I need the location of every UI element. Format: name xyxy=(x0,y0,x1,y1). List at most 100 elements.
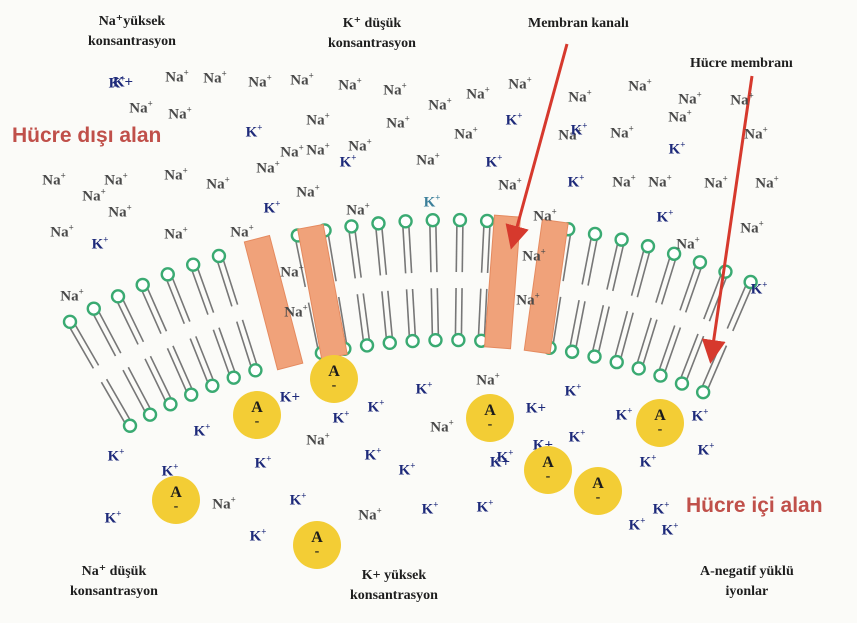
anion: A- xyxy=(310,355,358,403)
phospholipid xyxy=(213,250,238,306)
sodium-ion: Na+ xyxy=(129,99,152,118)
potassium-ion: K+ xyxy=(526,401,546,418)
potassium-ion: K+ xyxy=(92,235,109,254)
phospholipid xyxy=(167,346,197,401)
phospholipid xyxy=(213,328,239,384)
sodium-ion: Na+ xyxy=(383,81,406,100)
sodium-ion: Na+ xyxy=(42,171,65,190)
sodium-ion: Na+ xyxy=(306,431,329,450)
sodium-ion: Na+ xyxy=(164,225,187,244)
anion: A- xyxy=(293,521,341,569)
sodium-ion: Na+ xyxy=(678,90,701,109)
sodium-ion: Na+ xyxy=(668,108,691,127)
phospholipid xyxy=(611,311,633,368)
channel-wall xyxy=(298,224,348,359)
phospholipid xyxy=(589,305,610,362)
sodium-ion: Na+ xyxy=(108,203,131,222)
sodium-ion: Na+ xyxy=(704,174,727,193)
phospholipid xyxy=(190,336,218,391)
potassium-ion: K+ xyxy=(669,140,686,159)
phospholipid xyxy=(400,215,412,273)
potassium-ion: K+ xyxy=(113,75,133,92)
k-low-concentration-label: K⁺ düşük konsantrasyon xyxy=(328,14,416,54)
potassium-ion: K+ xyxy=(280,390,300,407)
potassium-ion: K+ xyxy=(333,409,350,428)
anion: A- xyxy=(233,391,281,439)
potassium-ion: K+ xyxy=(290,491,307,510)
potassium-ion: K+ xyxy=(640,453,657,472)
sodium-ion: Na+ xyxy=(296,183,319,202)
phospholipid xyxy=(454,214,466,272)
membrane-arrow xyxy=(712,76,752,352)
potassium-ion: K+ xyxy=(399,461,416,480)
potassium-ion: K+ xyxy=(698,441,715,460)
sodium-ion: Na+ xyxy=(346,201,369,220)
sodium-ion: Na+ xyxy=(730,91,753,110)
sodium-ion: Na+ xyxy=(290,71,313,90)
potassium-ion: K+ xyxy=(255,454,272,473)
sodium-ion: Na+ xyxy=(522,247,545,266)
potassium-ion: K+ xyxy=(506,111,523,130)
potassium-ion: K+ xyxy=(568,173,585,192)
phospholipid xyxy=(372,217,386,275)
sodium-ion: Na+ xyxy=(744,125,767,144)
sodium-ion: Na+ xyxy=(386,114,409,133)
sodium-ion: Na+ xyxy=(508,75,531,94)
sodium-ion: Na+ xyxy=(60,287,83,306)
extracellular-area-label: Hücre dışı alan xyxy=(12,124,161,148)
potassium-ion: K+ xyxy=(365,446,382,465)
sodium-ion: Na+ xyxy=(50,223,73,242)
sodium-ion: Na+ xyxy=(416,151,439,170)
phospholipid xyxy=(680,256,706,312)
phospholipid xyxy=(237,320,262,376)
anion: A- xyxy=(152,476,200,524)
sodium-ion: Na+ xyxy=(206,175,229,194)
phospholipid xyxy=(162,268,190,323)
phospholipid xyxy=(407,289,419,347)
phospholipid xyxy=(382,291,396,349)
sodium-ion: Na+ xyxy=(248,73,271,92)
phospholipid xyxy=(187,259,213,315)
phospholipid xyxy=(137,279,167,334)
sodium-ion: Na+ xyxy=(454,125,477,144)
sodium-ion: Na+ xyxy=(533,207,556,226)
potassium-ion: K+ xyxy=(571,121,588,140)
phospholipid xyxy=(101,379,136,432)
sodium-ion: Na+ xyxy=(280,143,303,162)
potassium-ion: K+ xyxy=(629,516,646,535)
potassium-ion: K+ xyxy=(662,521,679,540)
potassium-ion: K+ xyxy=(424,193,441,212)
sodium-ion: Na+ xyxy=(212,495,235,514)
na-low-concentration-label: Na⁺ düşük konsantrasyon xyxy=(70,562,158,602)
phospholipid xyxy=(427,214,439,272)
potassium-ion: K+ xyxy=(416,380,433,399)
sodium-ion: Na+ xyxy=(498,176,521,195)
sodium-ion: Na+ xyxy=(740,219,763,238)
potassium-ion: K+ xyxy=(422,500,439,519)
sodium-ion: Na+ xyxy=(755,174,778,193)
potassium-ion: K+ xyxy=(653,500,670,519)
phospholipid xyxy=(656,248,680,305)
phospholipid xyxy=(452,288,464,346)
sodium-ion: Na+ xyxy=(203,69,226,88)
phospholipid xyxy=(607,234,628,291)
sodium-ion: Na+ xyxy=(280,263,303,282)
sodium-ion: Na+ xyxy=(104,171,127,190)
sodium-ion: Na+ xyxy=(430,418,453,437)
phospholipid xyxy=(64,316,99,369)
phospholipid xyxy=(123,367,156,420)
cell-membrane-label: Hücre membranı xyxy=(690,54,793,74)
phospholipid xyxy=(566,300,585,358)
sodium-ion: Na+ xyxy=(476,371,499,390)
potassium-ion: K+ xyxy=(108,447,125,466)
phospholipid xyxy=(88,303,121,356)
sodium-ion: Na+ xyxy=(306,111,329,130)
phospholipid xyxy=(654,326,680,382)
phospholipid xyxy=(632,240,654,297)
sodium-ion: Na+ xyxy=(610,124,633,143)
potassium-ion: K+ xyxy=(486,153,503,172)
potassium-ion: K+ xyxy=(250,527,267,546)
potassium-ion: K+ xyxy=(368,398,385,417)
phospholipid xyxy=(112,290,143,344)
